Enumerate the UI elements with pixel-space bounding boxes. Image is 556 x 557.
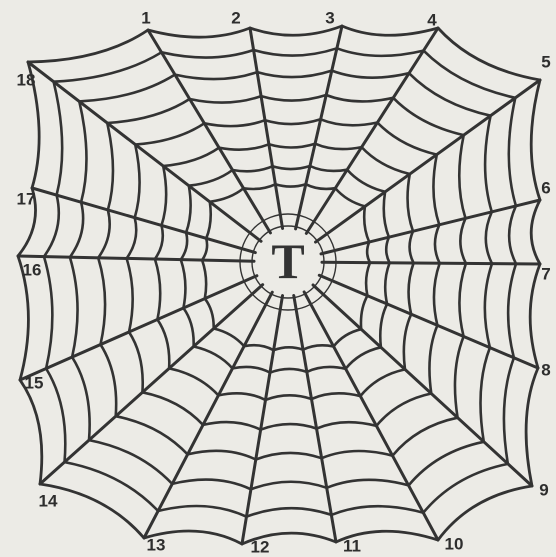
spoke-label-17: 17 (17, 191, 36, 208)
spoke-label-6: 6 (541, 180, 550, 197)
spoke-label-11: 11 (343, 538, 361, 555)
center-letter: T (271, 233, 304, 289)
spoke-label-10: 10 (445, 536, 464, 553)
spoke-label-4: 4 (427, 12, 436, 29)
spoke-line-17 (32, 188, 255, 253)
spoke-label-2: 2 (231, 10, 240, 27)
spoke-line-12 (242, 296, 283, 544)
spoke-label-5: 5 (541, 54, 550, 71)
spoke-label-18: 18 (17, 72, 36, 89)
spoke-label-13: 13 (147, 537, 166, 554)
spoke-line-6 (321, 200, 540, 254)
spoke-line-5 (316, 80, 540, 242)
spoke-label-3: 3 (325, 10, 334, 27)
spoke-label-9: 9 (539, 482, 548, 499)
spoke-line-11 (294, 296, 336, 542)
spoke-label-14: 14 (39, 493, 58, 510)
spoke-label-1: 1 (141, 10, 150, 27)
spoke-label-8: 8 (541, 362, 550, 379)
spoke-line-2 (250, 28, 283, 228)
spoke-label-7: 7 (541, 266, 550, 283)
spoke-line-14 (40, 285, 263, 484)
spoke-label-15: 15 (25, 375, 44, 392)
spoke-label-16: 16 (23, 262, 42, 279)
spoke-label-12: 12 (251, 539, 270, 556)
spoke-line-15 (20, 276, 257, 380)
spoke-line-9 (313, 285, 532, 486)
spoke-line-10 (304, 292, 438, 540)
spoke-line-16 (18, 256, 254, 261)
spoke-line-7 (322, 262, 540, 264)
